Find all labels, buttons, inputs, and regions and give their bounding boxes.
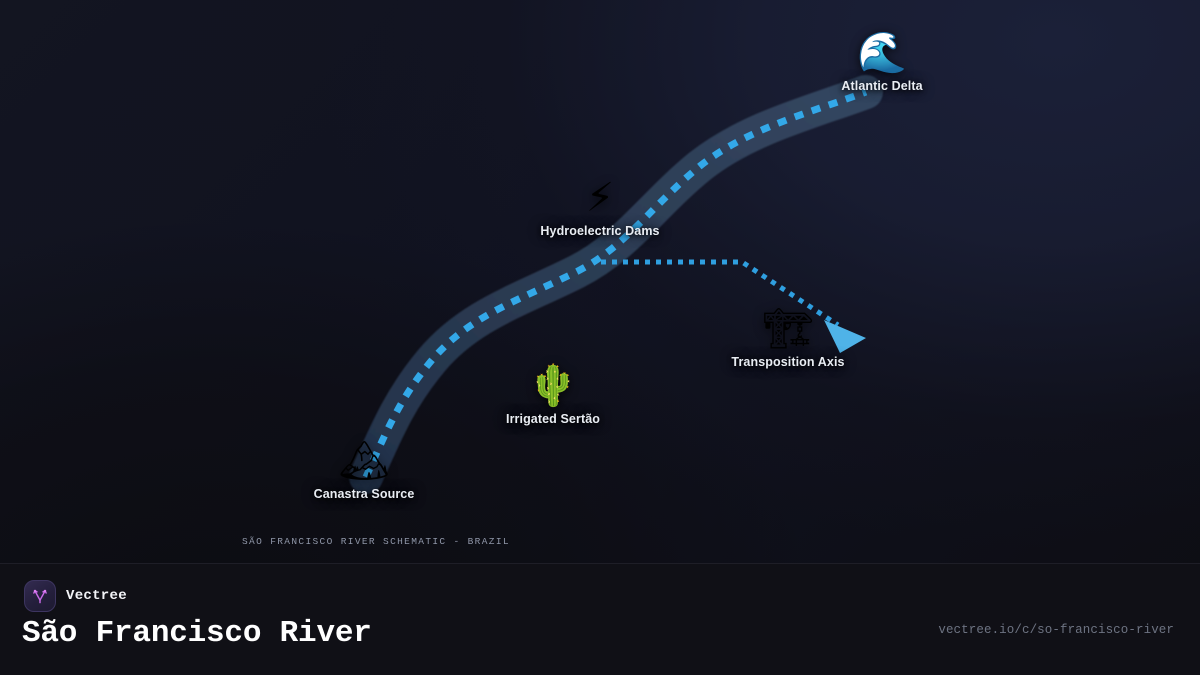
brand-block[interactable]: Vectree — [24, 580, 127, 612]
diagram-canvas[interactable]: 🏔 Canastra Source 🌵 Irrigated Sertão ⚡ Hydroe… — [0, 0, 1200, 563]
diagram-svg — [349, 75, 883, 494]
mountain-snow-icon: 🏔 — [338, 438, 390, 484]
node-transposition-axis[interactable]: 🏗 Transposition Axis — [693, 307, 883, 369]
ocean-wave-icon: 🌊 — [857, 30, 907, 76]
node-label-canastra-source: Canastra Source — [313, 487, 415, 501]
node-irrigated-sertao[interactable]: 🌵 Irrigated Sertão — [458, 364, 648, 426]
share-url[interactable]: vectree.io/c/so-francisco-river — [938, 623, 1174, 637]
page-title: São Francisco River — [22, 616, 372, 651]
node-label-transposition-axis: Transposition Axis — [731, 355, 845, 369]
node-hydroelectric-dams[interactable]: ⚡ Hydroelectric Dams — [505, 176, 695, 238]
node-canastra-source[interactable]: 🏔 Canastra Source — [269, 439, 459, 501]
construction-crane-icon: 🏗 — [762, 306, 814, 352]
vectree-glyph — [33, 589, 47, 604]
diagram-caption: SÃO FRANCISCO RIVER SCHEMATIC - BRAZIL — [242, 536, 510, 547]
vectree-logo-icon — [24, 580, 56, 612]
brand-name: Vectree — [66, 588, 127, 604]
lightning-bolt-icon: ⚡ — [585, 175, 615, 221]
river-band — [349, 75, 883, 494]
node-label-atlantic-delta: Atlantic Delta — [841, 79, 923, 93]
node-label-irrigated-sertao: Irrigated Sertão — [506, 412, 600, 426]
transposition-arrowhead — [824, 320, 866, 353]
cactus-icon: 🌵 — [528, 363, 578, 409]
transposition-branch-line — [601, 259, 840, 328]
footer-bar: Vectree São Francisco River — [0, 563, 1200, 675]
node-atlantic-delta[interactable]: 🌊 Atlantic Delta — [787, 31, 977, 93]
node-label-hydroelectric-dams: Hydroelectric Dams — [540, 224, 660, 238]
